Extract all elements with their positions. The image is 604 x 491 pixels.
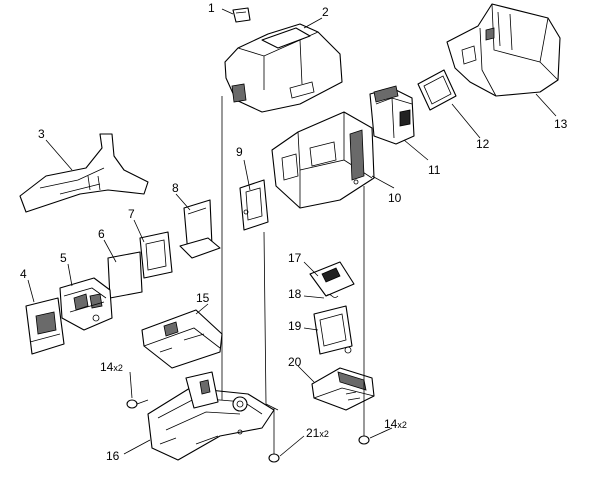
part-14-screw-right [358,420,370,445]
part-12-gasket [417,69,457,111]
callout-21: 21x2 [306,426,329,440]
callout-14-right-qty: x2 [397,420,407,430]
callout-11: 11 [428,163,441,177]
part-4-plate [25,297,65,355]
callout-16: 16 [106,449,120,463]
callout-7: 7 [128,207,135,221]
callout-3: 3 [38,127,45,141]
callout-9: 9 [236,145,243,159]
callout-19: 19 [288,319,302,333]
callout-14-right: 14x2 [384,417,407,431]
part-14-screw-left [126,399,149,409]
part-7-window [139,231,173,279]
callout-1: 1 [208,1,215,15]
part-2-top-cover [224,23,343,113]
callout-labels: 1 2 3 4 5 6 7 8 9 10 11 12 13 14x2 14x2 … [20,1,568,463]
part-3-flex-cable [19,133,149,213]
callout-12: 12 [476,137,490,151]
part-19-bracket [313,305,353,355]
part-17-tab [309,261,355,297]
part-8-bracket [179,199,221,259]
callout-14-left: 14x2 [100,360,123,374]
assembly-guide-lines [221,96,365,440]
callout-14-right-number: 14 [384,417,398,431]
callout-6: 6 [98,227,105,241]
callout-14-left-number: 14 [100,360,114,374]
callout-2: 2 [322,5,329,19]
part-15-base-plate [141,309,223,369]
callout-5: 5 [60,251,67,265]
part-6-sheet [107,251,143,299]
part-13-hood [446,3,561,97]
part-11-eyepiece [369,85,415,145]
callout-21-number: 21 [306,426,320,440]
callout-20: 20 [288,355,302,369]
callout-8: 8 [172,181,179,195]
part-16-chassis [147,371,275,461]
part-21-screw [268,440,280,463]
part-1 [232,7,251,23]
callout-14-left-qty: x2 [113,363,123,373]
callout-4: 4 [20,267,27,281]
callout-21-qty: x2 [319,429,329,439]
callout-18: 18 [288,287,302,301]
part-9-plate [239,179,269,231]
part-18-spring [325,294,339,298]
part-10-frame [271,111,375,209]
callout-10: 10 [388,191,402,205]
part-5-assembly [59,277,113,331]
callout-13: 13 [554,117,568,131]
callout-17: 17 [288,251,302,265]
part-20-block [311,367,375,411]
callout-15: 15 [196,291,210,305]
callout-leaders [27,8,557,457]
